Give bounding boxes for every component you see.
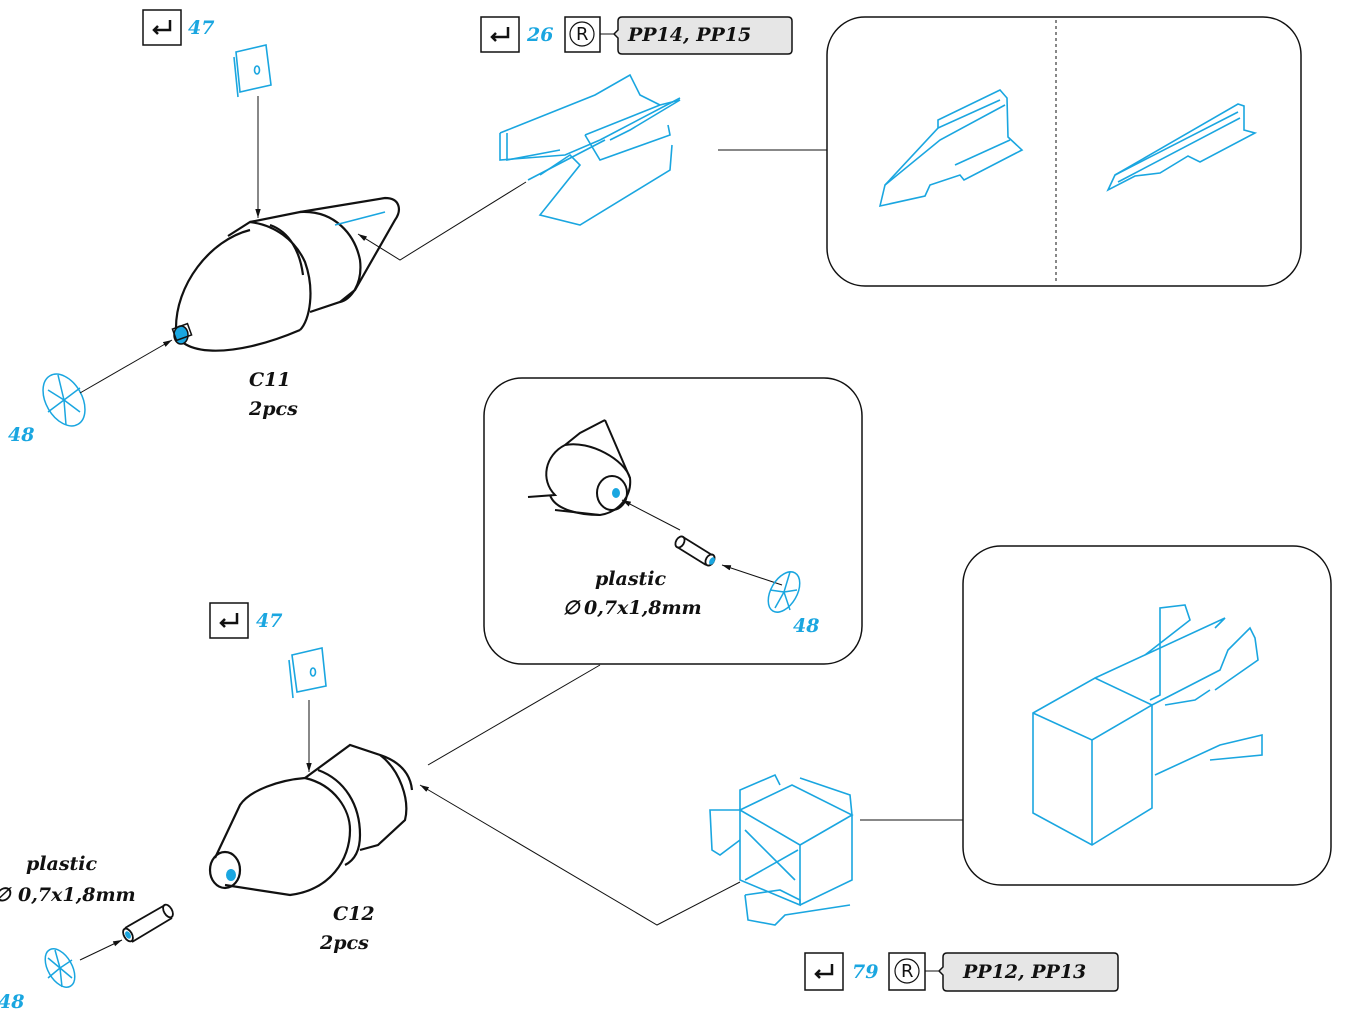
pe-disc-48-lower [44,948,76,988]
fin-part-79 [709,773,854,926]
fin-part-26 [499,73,681,226]
rod-size-lower: 0,7x1,8mm [18,884,136,906]
pe-number-48-upper: 48 [8,424,34,446]
leader-lines-upper [357,149,827,261]
c11-stub [171,322,193,345]
pe-number-47-lower: 47 [256,610,282,632]
replacement-symbol-lower: R [901,961,914,982]
pe-part-47-upper [233,44,272,98]
fin-detail-right [1106,103,1258,192]
pe-number-26: 26 [526,24,553,46]
registered-r-icon [894,958,920,984]
upper-assembly: 47 26 R PP14, PP15 C11 2pcs 48 [8,9,827,446]
detail-box-fins-top [826,16,1302,287]
fin-box-detail [1032,604,1263,846]
registered-r-icon [569,21,595,47]
pe-disc-48-mid [767,571,801,613]
plastic-rod-mid [674,535,716,567]
replaced-parts-upper: PP14, PP15 [627,24,751,46]
qty-label-c12: 2pcs [319,932,369,954]
bend-arrow-icon [219,613,239,628]
replacement-symbol-upper: R [576,24,589,45]
pe-number-48-mid: 48 [793,615,819,637]
material-label-lower: plastic [26,853,98,875]
bend-arrow-icon [490,27,510,42]
replaced-parts-lower: PP12, PP13 [962,961,1086,983]
material-label-mid: plastic [595,568,667,590]
diameter-symbol-lower: ∅ [0,884,13,906]
plastic-rod-lower [122,903,174,943]
fin-detail-left [878,89,1024,208]
c12-body [208,743,414,897]
lower-assembly: 47 79 R PP12, PP13 C12 2pcs plastic ∅ 0,… [0,602,1119,1013]
leader-lines-lower [419,664,963,926]
diameter-symbol-mid: ∅ [563,597,582,619]
pe-number-47-upper: 47 [188,17,214,39]
qty-label-c11: 2pcs [248,398,298,420]
pe-disc-48-upper [42,373,86,427]
callout-26: 26 R PP14, PP15 [480,16,793,55]
callout-79: 79 R PP12, PP13 [804,952,1119,992]
bend-arrow-icon [814,964,834,979]
part-label-c11: C11 [249,369,291,391]
pe-number-48-lower: 48 [0,991,24,1013]
pe-part-47-lower [288,647,327,699]
rod-size-mid: 0,7x1,8mm [584,597,702,619]
detail-box-fins-bottom [962,545,1332,886]
callout-47-lower: 47 [209,602,282,639]
pe-number-79: 79 [852,961,878,983]
callout-47-upper: 47 [142,9,214,46]
cone-end [527,419,632,517]
rod-detail: plastic ∅ 0,7x1,8mm 48 [527,419,819,637]
part-label-c12: C12 [333,903,375,925]
bend-arrow-icon [152,20,172,35]
c11-body [174,196,400,352]
detail-box-rod [483,377,863,665]
